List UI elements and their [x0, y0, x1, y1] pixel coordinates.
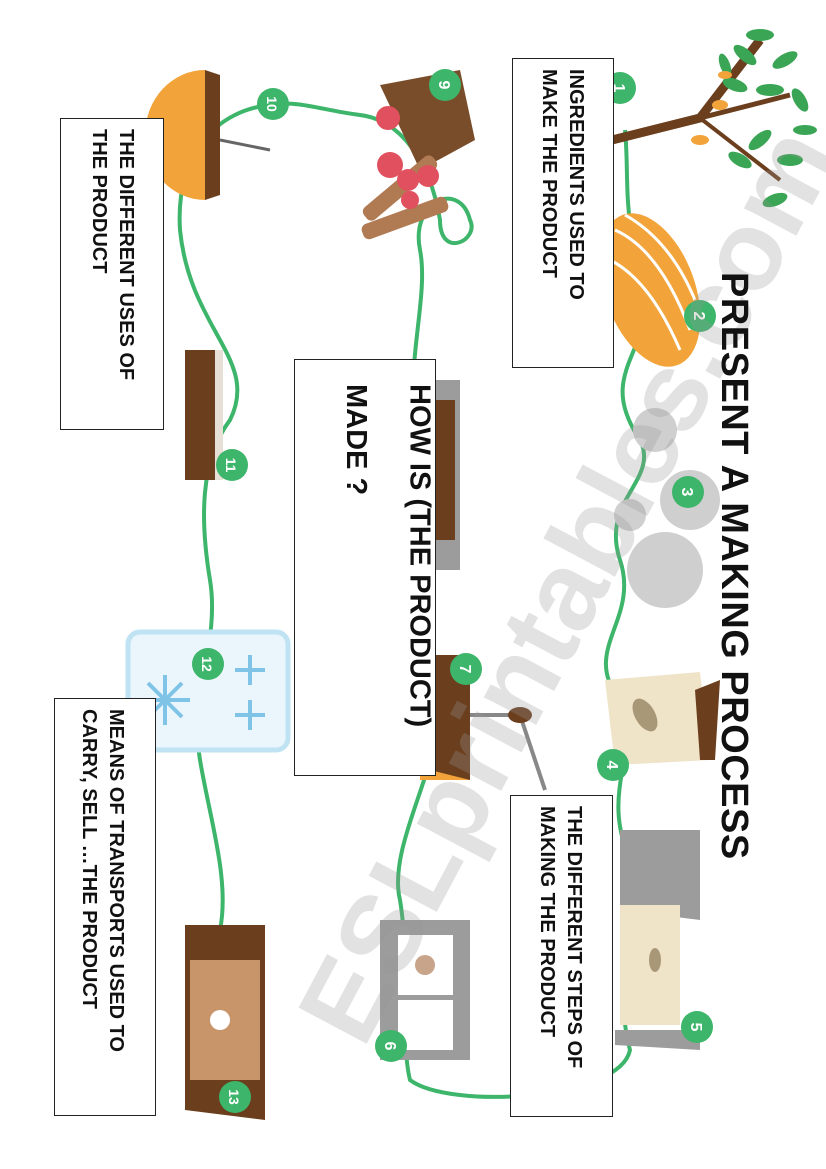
transports-box: MEANS OF TRANSPORTS USED TO CARRY, SELL … [54, 698, 156, 1116]
ingredients-text: INGREDIENTS USED TO MAKE THE PRODUCT [535, 69, 589, 359]
step-badge-10: 10 [257, 88, 289, 120]
svg-text:9: 9 [435, 81, 452, 90]
page-title: PRESENT A MAKING PROCESS [712, 272, 755, 860]
how-made-box: HOW IS (THE PRODUCT) MADE ? [294, 359, 436, 776]
svg-text:13: 13 [226, 1089, 242, 1105]
step-badge-3: 3 [672, 476, 704, 508]
step-badge-4: 4 [597, 749, 629, 781]
svg-text:2: 2 [690, 312, 707, 321]
svg-text:4: 4 [603, 761, 620, 770]
svg-text:6: 6 [381, 1042, 398, 1051]
step-badge-6: 6 [375, 1030, 407, 1062]
svg-text:11: 11 [223, 458, 239, 473]
step-badge-11: 11 [216, 449, 248, 481]
svg-text:7: 7 [456, 665, 473, 674]
step-badge-7: 7 [450, 653, 482, 685]
gears-icon [614, 408, 720, 608]
step-badge-9: 9 [429, 69, 461, 101]
uses-text: THE DIFFERENT USES OF THE PRODUCT [85, 129, 139, 424]
step-badge-13: 13 [219, 1081, 251, 1113]
steps-box: THE DIFFERENT STEPS OF MAKING THE PRODUC… [510, 795, 613, 1117]
svg-text:3: 3 [678, 488, 695, 497]
cinnamon-berries-icon [360, 70, 475, 241]
ingredients-box: INGREDIENTS USED TO MAKE THE PRODUCT [512, 58, 614, 368]
transports-text: MEANS OF TRANSPORTS USED TO CARRY, SELL … [75, 709, 129, 1109]
step-badge-12: 12 [192, 648, 224, 680]
step-badge-5: 5 [681, 1011, 713, 1043]
svg-text:12: 12 [199, 656, 215, 672]
cocoa-sack-icon [605, 672, 720, 765]
cacao-tree-icon [612, 29, 817, 210]
svg-text:5: 5 [687, 1023, 704, 1032]
svg-text:10: 10 [264, 96, 280, 112]
steps-text: THE DIFFERENT STEPS OF MAKING THE PRODUC… [533, 806, 587, 1111]
uses-box: THE DIFFERENT USES OF THE PRODUCT [60, 118, 164, 430]
how-made-text: HOW IS (THE PRODUCT) MADE ? [323, 384, 451, 764]
